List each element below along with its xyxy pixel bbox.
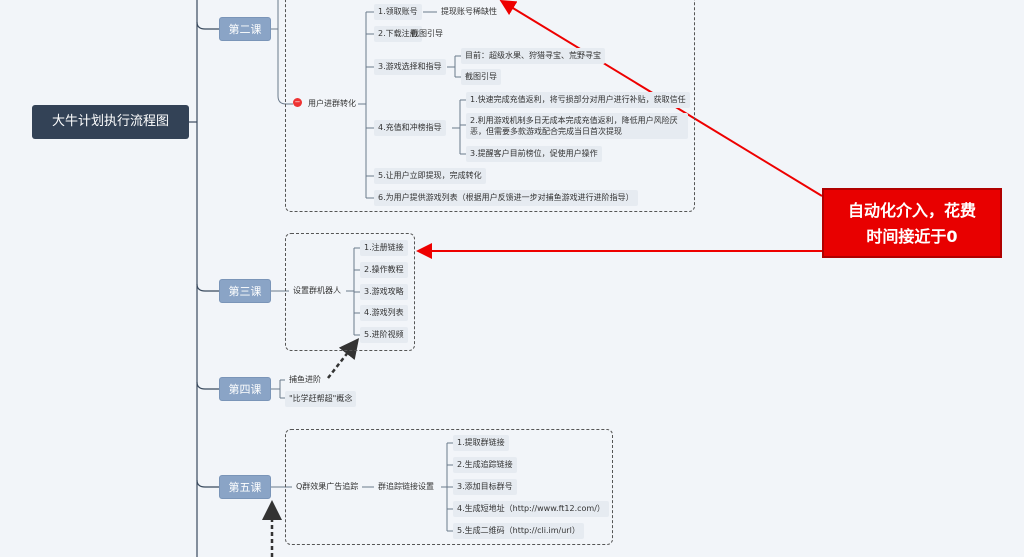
lesson2-item-3-sub-1[interactable]: 目前：超级水果、狩猎寻宝、荒野寻宝	[461, 48, 605, 64]
lesson2-item-1-note[interactable]: 提现账号稀缺性	[441, 7, 497, 16]
lesson3-branch[interactable]: 设置群机器人	[293, 286, 341, 295]
lesson2-item-6[interactable]: 6.为用户提供游戏列表（根据用户反馈进一步对捕鱼游戏进行进阶指导）	[374, 190, 638, 206]
lesson2-item-1[interactable]: 1.领取账号	[374, 4, 422, 20]
lesson4-item-1[interactable]: 捕鱼进阶	[289, 375, 321, 384]
lesson3-item-1[interactable]: 1.注册链接	[360, 240, 408, 256]
lesson3-item-3[interactable]: 3.游戏攻略	[360, 284, 408, 300]
lesson5-item-1[interactable]: 1.提取群链接	[453, 435, 509, 451]
callout-line-2: 时间接近于0	[866, 227, 958, 246]
lesson2-item-4[interactable]: 4.充值和冲榜指导	[374, 120, 446, 136]
lesson3-item-2[interactable]: 2.操作教程	[360, 262, 408, 278]
lesson3-group-box	[285, 233, 415, 351]
lesson2-group-box	[285, 0, 695, 212]
lesson2-branch[interactable]: 用户进群转化	[308, 99, 356, 108]
lesson5-item-3[interactable]: 3.添加目标群号	[453, 479, 517, 495]
lesson3-item-5[interactable]: 5.进阶视频	[360, 327, 408, 343]
lesson4-item-2[interactable]: "比学赶帮超"概念	[285, 391, 357, 407]
lesson2-item-4-sub-1[interactable]: 1.快速完成充值返利，将亏损部分对用户进行补贴，获取信任	[466, 92, 690, 108]
lesson-4-node[interactable]: 第四课	[219, 377, 271, 401]
root-node[interactable]: 大牛计划执行流程图	[32, 105, 189, 139]
lesson5-item-2[interactable]: 2.生成追踪链接	[453, 457, 517, 473]
lesson2-item-5[interactable]: 5.让用户立即提现，完成转化	[374, 168, 486, 184]
lesson5-sub-branch[interactable]: 群追踪链接设置	[378, 482, 434, 491]
lesson-2-node[interactable]: 第二课	[219, 17, 271, 41]
lesson3-item-4[interactable]: 4.游戏列表	[360, 305, 408, 321]
lesson-3-node[interactable]: 第三课	[219, 279, 271, 303]
callout-box: 自动化介入，花费 时间接近于0	[822, 188, 1002, 258]
lesson5-item-4[interactable]: 4.生成短地址（http://www.ft12.com/）	[453, 501, 609, 517]
lesson5-branch[interactable]: Q群效果广告追踪	[296, 482, 359, 491]
lesson5-group-box	[285, 429, 613, 545]
lesson2-item-4-sub-2[interactable]: 2.利用游戏机制多日无成本完成充值返利，降低用户风险厌恶，但需要多款游戏配合完成…	[466, 113, 688, 139]
lesson2-item-2-note[interactable]: 截图引导	[411, 29, 443, 38]
lesson2-item-3[interactable]: 3.游戏选择和指导	[374, 59, 446, 75]
lesson2-item-2[interactable]: 2.下载注册	[374, 26, 422, 42]
lesson2-item-3-sub-2[interactable]: 截图引导	[461, 69, 501, 85]
expand-marker-icon[interactable]: −	[293, 98, 302, 107]
callout-line-1: 自动化介入，花费	[847, 201, 976, 220]
lesson2-item-4-sub-3[interactable]: 3.提醒客户目前榜位，促使用户操作	[466, 146, 602, 162]
lesson-5-node[interactable]: 第五课	[219, 475, 271, 499]
lesson5-item-5[interactable]: 5.生成二维码（http://cli.im/url）	[453, 523, 584, 539]
